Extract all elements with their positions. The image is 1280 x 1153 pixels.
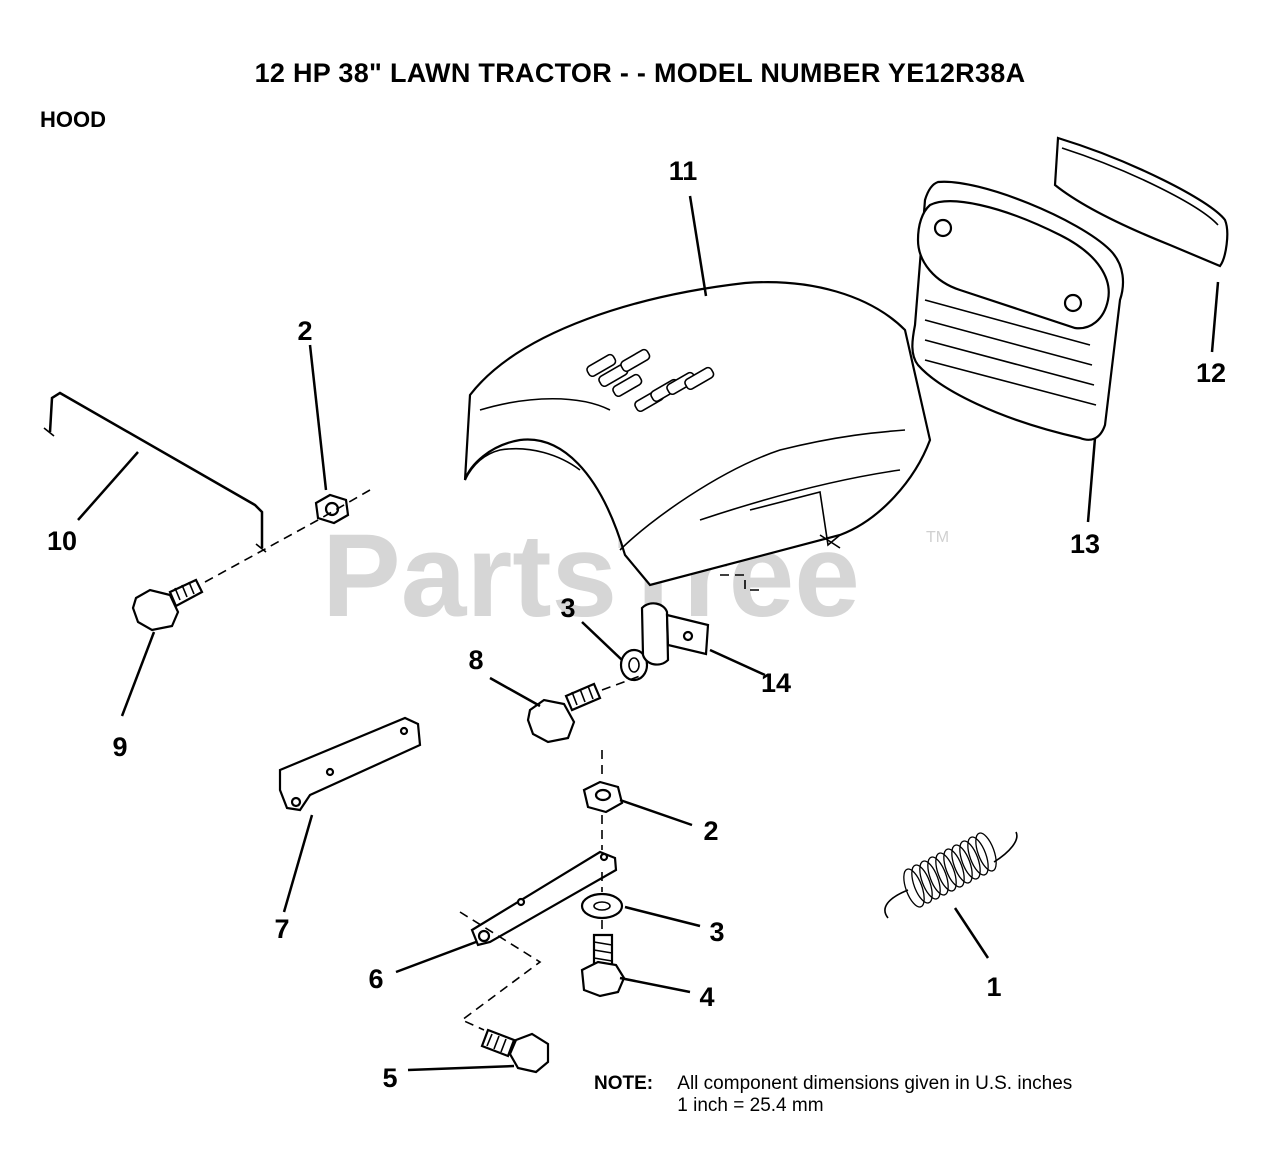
part-4-bolt[interactable]	[580, 933, 626, 998]
callout-12: 12	[1196, 358, 1226, 388]
page-title: 12 HP 38" LAWN TRACTOR - - MODEL NUMBER …	[254, 58, 1026, 88]
part-7-bracket[interactable]	[278, 716, 422, 812]
callout-13: 13	[1070, 529, 1100, 559]
part-10-rod[interactable]	[43, 391, 267, 553]
part-3-washer-upper[interactable]	[619, 648, 649, 682]
dimensions-note: NOTE: All component dimensions given in …	[594, 1073, 1072, 1117]
part-5-bolt[interactable]	[480, 1028, 550, 1074]
callout-3-lower: 3	[709, 917, 724, 947]
part-11-hood[interactable]	[463, 281, 932, 587]
part-8-bolt[interactable]	[526, 682, 602, 744]
watermark-trademark: TM	[926, 529, 949, 546]
part-13-grille[interactable]	[911, 180, 1125, 441]
callout-2-upper: 2	[297, 316, 312, 346]
part-1-spring[interactable]	[884, 830, 1018, 919]
note-body: All component dimensions given in U.S. i…	[677, 1073, 1072, 1117]
callout-4: 4	[699, 982, 714, 1012]
part-6-strap[interactable]	[470, 850, 618, 947]
part-12-lens[interactable]	[1053, 136, 1229, 268]
note-line: All component dimensions given in U.S. i…	[677, 1073, 1073, 1094]
note-label: NOTE:	[594, 1073, 654, 1094]
section-title: HOOD	[40, 107, 106, 132]
assembly-lines	[204, 489, 762, 1031]
callout-14: 14	[761, 668, 791, 698]
callout-5: 5	[382, 1063, 397, 1093]
note-line: 1 inch = 25.4 mm	[677, 1095, 824, 1116]
part-9-bolt[interactable]	[131, 578, 204, 632]
part-3-washer-lower[interactable]	[580, 892, 624, 920]
callout-6: 6	[368, 964, 383, 994]
part-2-nut-upper[interactable]	[314, 493, 350, 525]
part-2-nut-lower[interactable]	[582, 780, 624, 814]
callout-10: 10	[47, 526, 77, 556]
callout-1: 1	[986, 972, 1001, 1002]
callout-7: 7	[274, 914, 289, 944]
callout-8: 8	[468, 645, 483, 675]
callout-11: 11	[669, 156, 698, 186]
callout-3-upper: 3	[560, 593, 575, 623]
leader-lines	[77, 195, 1220, 1072]
callout-9: 9	[112, 732, 127, 762]
callout-2-lower: 2	[703, 816, 718, 846]
part-14-clip[interactable]	[640, 602, 710, 666]
